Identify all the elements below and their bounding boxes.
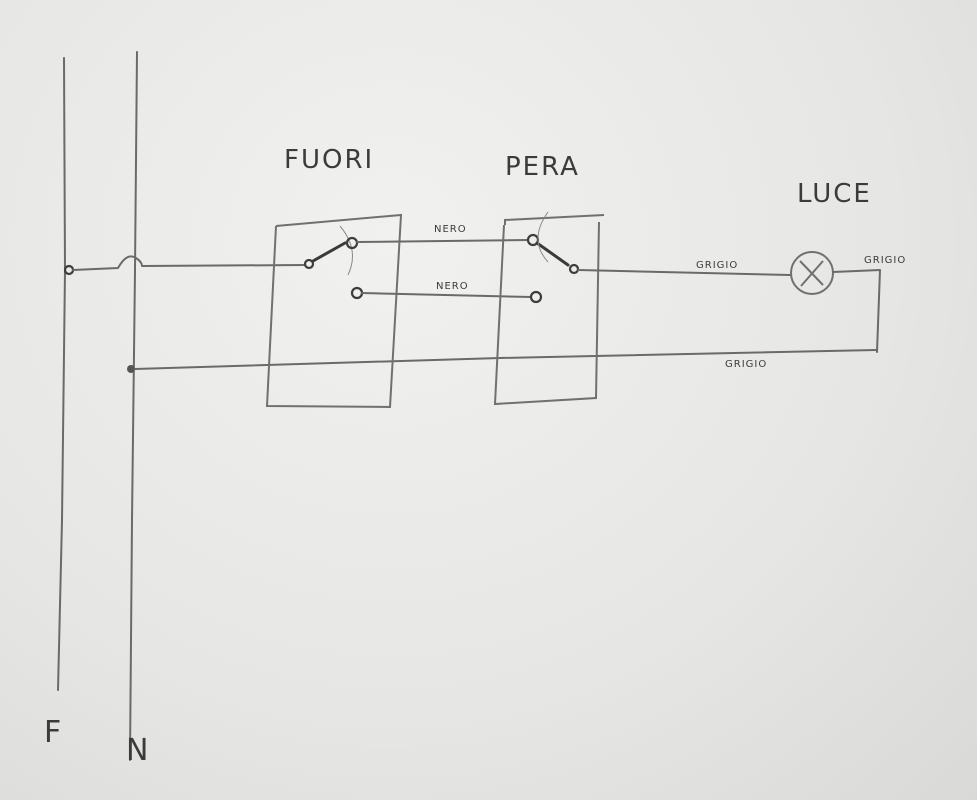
label-nero-bottom: NERO	[436, 281, 469, 292]
switch-box-pera	[493, 214, 605, 406]
lamp-icon	[790, 251, 834, 295]
label-fuori: FUORI	[284, 145, 374, 175]
traveler-wire-bottom	[361, 292, 532, 298]
fuori-lever	[311, 241, 347, 263]
label-nero-top: NERO	[434, 224, 467, 235]
label-grigio-return: GRIGIO	[725, 359, 767, 370]
lamp-return-wire	[832, 269, 881, 353]
phase-line	[57, 57, 66, 691]
return-wire	[134, 349, 877, 370]
fuori-terminal-bottom	[350, 286, 364, 300]
neutral-junction	[127, 365, 135, 373]
fuori-common-terminal	[303, 258, 315, 270]
pera-common-terminal	[568, 263, 580, 275]
switch-box-fuori	[265, 213, 403, 409]
label-luce: LUCE	[797, 179, 872, 209]
pera-terminal-bottom	[529, 290, 543, 304]
pera-lever	[535, 241, 570, 267]
neutral-line	[129, 51, 138, 761]
traveler-wire-top	[356, 239, 529, 243]
label-phase: F	[44, 715, 61, 750]
pera-lever-arc	[537, 211, 549, 263]
fuori-terminal-top	[345, 236, 359, 250]
label-pera: PERA	[505, 152, 580, 182]
phase-junction	[63, 264, 75, 276]
label-neutral: N	[126, 733, 148, 768]
fuori-lever-arc	[339, 225, 353, 276]
lamp-feed-wire	[577, 269, 791, 276]
phase-feed-wire	[72, 255, 306, 271]
label-grigio-lamp-return: GRIGIO	[864, 255, 906, 266]
label-grigio-lamp-feed: GRIGIO	[696, 260, 738, 271]
